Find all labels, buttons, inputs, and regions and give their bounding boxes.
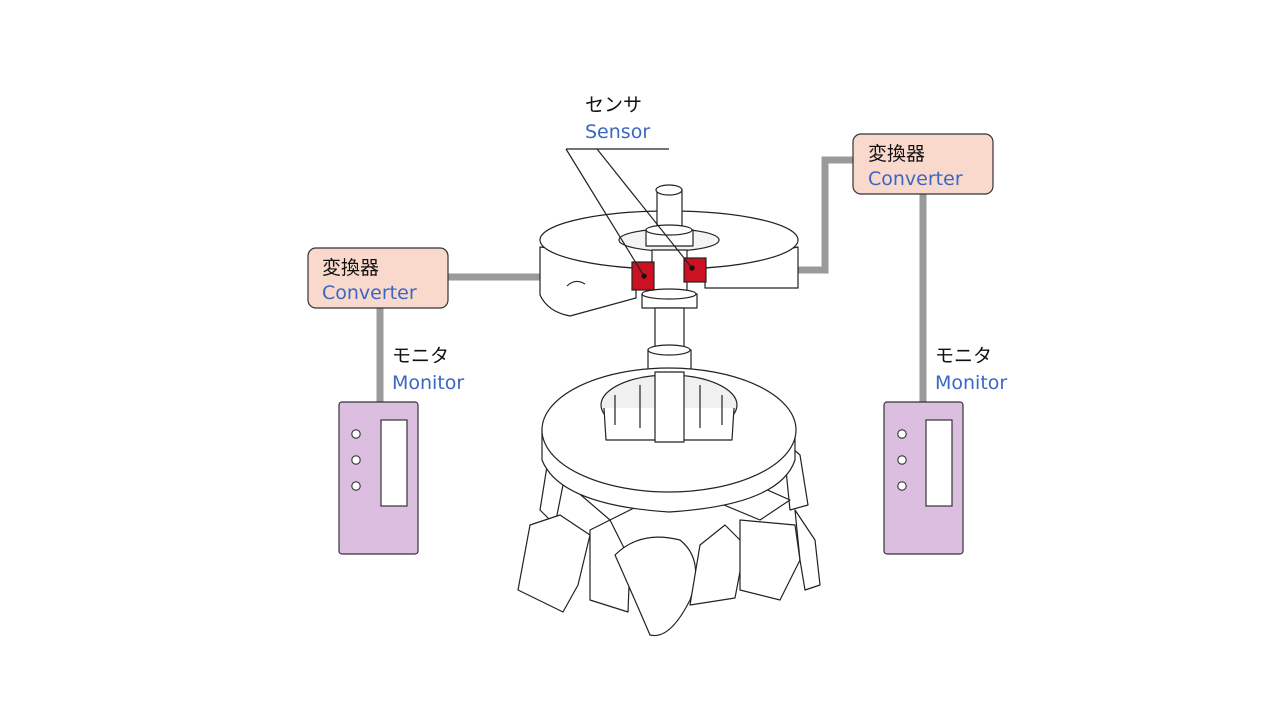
sensor-label-jp: センサ [585,94,642,116]
monitor-left-label-en: Monitor [392,372,464,394]
sensor-left[interactable] [631,261,655,291]
runner-ring [541,367,797,513]
monitor-left-indicator-1 [351,429,361,439]
converter-left-label-en: Converter [322,282,417,304]
sensor-label: センサ Sensor [565,94,693,277]
monitor-right[interactable]: モニタ Monitor [883,345,1007,555]
converter-right-label-en: Converter [868,168,963,190]
monitor-right-indicator-2 [897,455,907,465]
converter-right-label-jp: 変換器 [868,143,925,165]
monitor-left[interactable]: モニタ Monitor [338,345,464,555]
monitor-left-display [380,419,408,507]
converter-right[interactable]: 変換器 Converter [852,133,994,195]
turbine-drawing [517,184,821,637]
sensor-leader-lines [565,148,693,277]
monitor-right-indicator-1 [897,429,907,439]
monitor-left-indicator-2 [351,455,361,465]
monitor-right-indicator-3 [897,481,907,491]
bearing-housing [539,210,799,317]
monitor-right-display [925,419,953,507]
monitor-left-label-jp: モニタ [392,345,449,367]
monitor-left-indicator-3 [351,481,361,491]
monitor-right-label-en: Monitor [935,372,1007,394]
turbine-blades-front [517,509,821,637]
sensor-label-en: Sensor [585,121,650,143]
monitor-right-label-jp: モニタ [935,345,992,367]
converter-left[interactable]: 変換器 Converter [307,247,449,309]
converter-left-label-jp: 変換器 [322,257,379,279]
